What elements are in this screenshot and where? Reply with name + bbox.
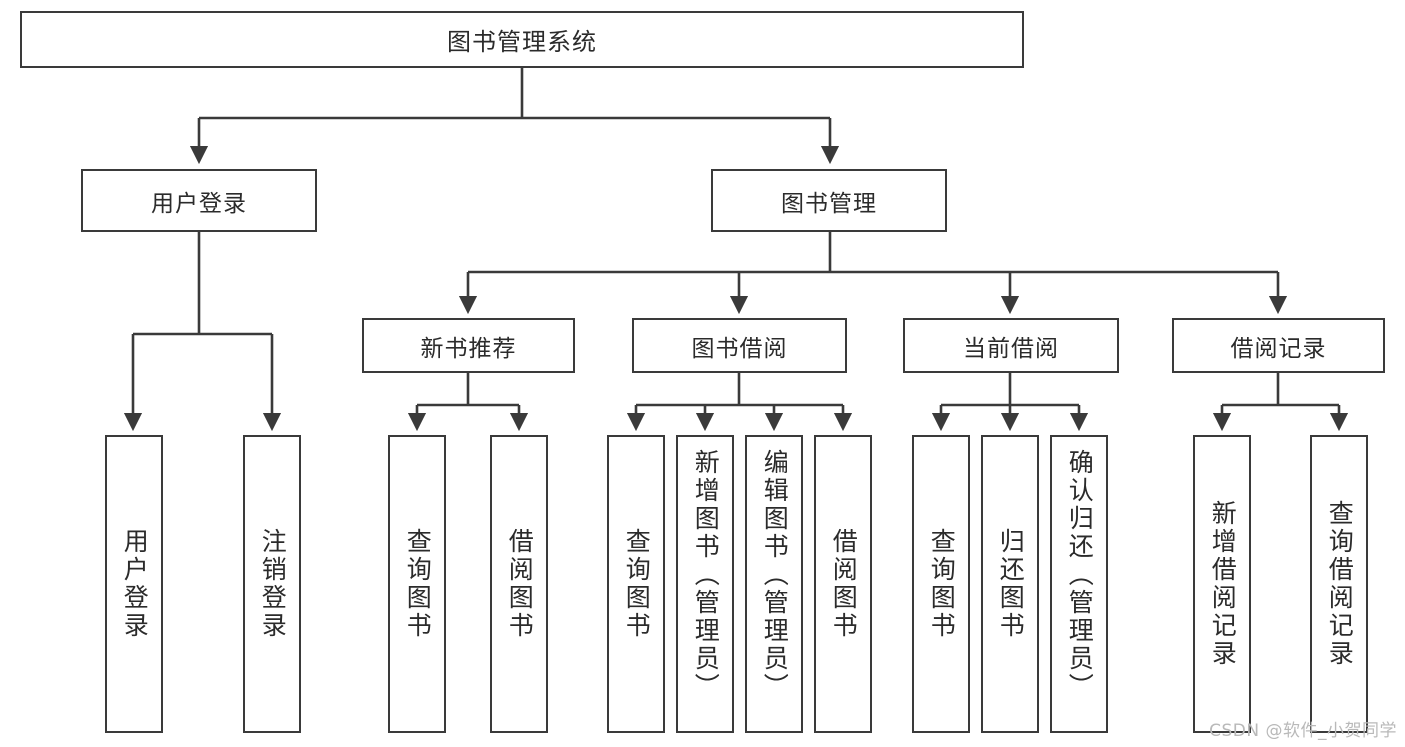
- node-label: 借阅记录: [1230, 335, 1327, 362]
- node-leaf-user-login[interactable]: 用户登录: [105, 435, 163, 733]
- node-leaf-edit-book-admin[interactable]: 编辑图书（管理员）: [745, 435, 803, 733]
- node-leaf-logout[interactable]: 注销登录: [243, 435, 301, 733]
- node-label: 用户登录: [151, 190, 247, 217]
- node-leaf-return-book[interactable]: 归还图书: [981, 435, 1039, 733]
- node-label: 图书借阅: [691, 335, 788, 362]
- node-label: 查询图书: [403, 528, 433, 640]
- node-leaf-add-borrow-record[interactable]: 新增借阅记录: [1193, 435, 1251, 733]
- node-leaf-query-book-newbook[interactable]: 查询图书: [388, 435, 446, 733]
- node-label: 新增借阅记录: [1208, 500, 1238, 668]
- node-label: 借阅图书: [829, 528, 859, 640]
- node-label: 新增图书（管理员）: [691, 449, 721, 701]
- node-label: 借阅图书: [505, 528, 535, 640]
- node-leaf-add-book-admin[interactable]: 新增图书（管理员）: [676, 435, 734, 733]
- node-label: 查询图书: [622, 528, 652, 640]
- node-current-borrow[interactable]: 当前借阅: [903, 318, 1119, 373]
- node-leaf-query-book-current[interactable]: 查询图书: [912, 435, 970, 733]
- node-borrow-record[interactable]: 借阅记录: [1172, 318, 1385, 373]
- node-leaf-borrow-book[interactable]: 借阅图书: [814, 435, 872, 733]
- node-label: 确认归还（管理员）: [1065, 449, 1095, 701]
- node-new-book-recommend[interactable]: 新书推荐: [362, 318, 575, 373]
- node-label: 查询借阅记录: [1325, 500, 1355, 668]
- node-root-library-system[interactable]: 图书管理系统: [20, 11, 1024, 68]
- node-label: 编辑图书（管理员）: [760, 449, 790, 701]
- node-label: 当前借阅: [963, 335, 1059, 362]
- node-leaf-confirm-return-admin[interactable]: 确认归还（管理员）: [1050, 435, 1108, 733]
- node-label: 图书管理系统: [447, 28, 597, 56]
- node-label: 新书推荐: [420, 335, 517, 362]
- node-label: 用户登录: [120, 528, 150, 640]
- node-label: 图书管理: [781, 190, 877, 217]
- node-book-management[interactable]: 图书管理: [711, 169, 947, 232]
- node-leaf-query-book-borrow[interactable]: 查询图书: [607, 435, 665, 733]
- node-label: 归还图书: [996, 528, 1026, 640]
- node-leaf-borrow-book-newbook[interactable]: 借阅图书: [490, 435, 548, 733]
- node-label: 查询图书: [927, 528, 957, 640]
- node-user-login[interactable]: 用户登录: [81, 169, 317, 232]
- node-book-borrow[interactable]: 图书借阅: [632, 318, 847, 373]
- watermark-label: CSDN @软件_小贺同学: [1209, 721, 1397, 741]
- node-leaf-query-borrow-record[interactable]: 查询借阅记录: [1310, 435, 1368, 733]
- node-label: 注销登录: [258, 528, 288, 640]
